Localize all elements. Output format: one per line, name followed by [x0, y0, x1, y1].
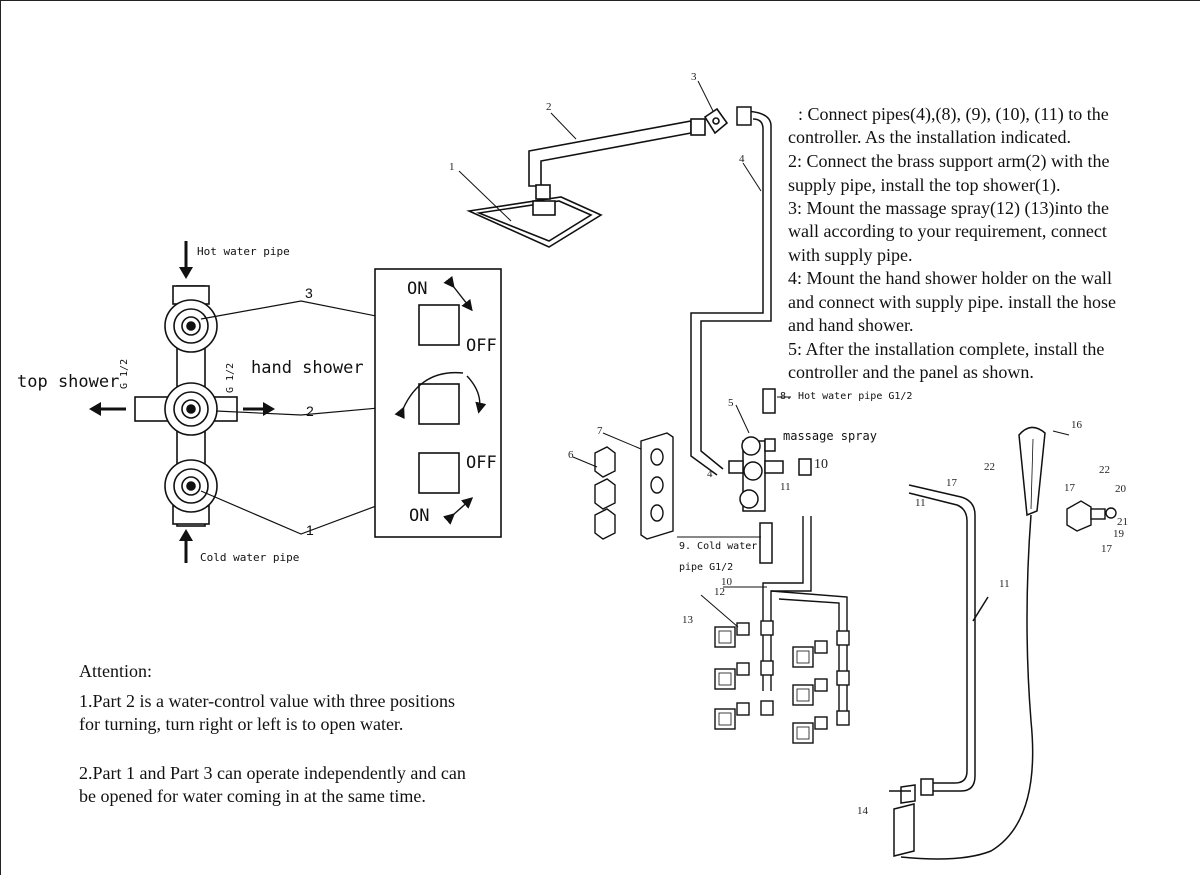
instruction-line-10: and hand shower.: [788, 315, 914, 335]
part-number-3: 3: [691, 71, 697, 83]
controller-valve: [134, 285, 238, 527]
instruction-line-2: controller. As the installation indicate…: [788, 127, 1071, 147]
mixer-leaders: [677, 396, 791, 538]
top-shower-assembly: [466, 107, 729, 248]
part-number-1: 1: [449, 161, 455, 173]
instruction-line-6: wall according to your requirement, conn…: [788, 221, 1107, 241]
part-number-4b: 4: [707, 468, 713, 480]
part-number-4a: 4: [739, 153, 745, 165]
cold-water-pipe-label: Cold water pipe: [200, 551, 300, 564]
part-number-10b: 10: [721, 576, 732, 588]
g-half-left-label: G 1/2: [119, 358, 130, 389]
panel-off-top-label: OFF: [466, 336, 497, 356]
cold-water-pipe-g-label-2: pipe G1/2: [679, 562, 734, 573]
massage-spray-label: massage spray: [783, 429, 877, 443]
callout-3: 3: [305, 285, 313, 301]
part-number-10a: 10: [814, 457, 828, 472]
callout-1: 1: [306, 522, 314, 538]
hand-shower-pipe-11: [889, 484, 989, 857]
hand-shower-label: hand shower: [251, 358, 364, 378]
panel-on-top-label: ON: [407, 279, 428, 299]
instruction-line-7: with supply pipe.: [788, 245, 913, 265]
part-number-12: 12: [714, 586, 725, 598]
part-number-11c: 11: [999, 578, 1010, 590]
handles-6: [594, 446, 616, 540]
part-number-11a: 11: [780, 481, 791, 493]
panel-7: [640, 432, 674, 540]
part-number-5: 5: [728, 397, 734, 409]
attention-item-1-line-1: 1.Part 2 is a water-control value with t…: [79, 691, 456, 711]
instruction-line-4: supply pipe, install the top shower(1).: [788, 175, 1061, 195]
instruction-line-11: 5: After the installation complete, inst…: [788, 339, 1105, 359]
part-number-22b: 22: [1099, 464, 1110, 476]
cartridge-1: [164, 459, 218, 513]
cold-water-pipe-g-label-1: 9. Cold water: [679, 541, 758, 552]
part-number-17a: 17: [946, 477, 957, 489]
control-panel: [374, 268, 502, 538]
panel-off-bottom-label: OFF: [466, 453, 497, 473]
hand-shower-holder: [1052, 430, 1117, 532]
instruction-line-12: controller and the panel as shown.: [788, 362, 1034, 382]
instruction-line-3: 2: Connect the brass support arm(2) with…: [788, 151, 1110, 171]
cartridge-3: [164, 299, 218, 353]
part-number-11b: 11: [915, 497, 926, 509]
panel-rotation-arrows: [394, 275, 487, 525]
instruction-line-8: 4: Mount the hand shower holder on the w…: [788, 268, 1112, 288]
top-shower-leaders: [458, 80, 762, 222]
instruction-line-5: 3: Mount the massage spray(12) (13)into …: [788, 198, 1109, 218]
instruction-line-9: and connect with supply pipe. install th…: [788, 292, 1116, 312]
part-number-7: 7: [597, 425, 603, 437]
part-number-17c: 17: [1101, 543, 1112, 555]
panel-parts-leaders: [572, 432, 642, 468]
cartridge-2: [164, 382, 218, 436]
attention-item-1-line-2: for turning, turn right or left is to op…: [79, 714, 404, 734]
flow-arrows: [89, 241, 275, 563]
part-number-19: 19: [1113, 528, 1124, 540]
g-half-right-label: G 1/2: [225, 362, 236, 393]
callout-2: 2: [306, 403, 314, 419]
part-number-21: 21: [1117, 516, 1128, 528]
attention-item-2-line-2: be opened for water coming in at the sam…: [79, 786, 426, 806]
part-number-6: 6: [568, 449, 574, 461]
part-number-16: 16: [1071, 419, 1082, 431]
part-number-22a: 22: [984, 461, 995, 473]
hot-water-pipe-g-label: 8. Hot water pipe G1/2: [780, 391, 913, 402]
part-number-17b: 17: [1064, 482, 1075, 494]
hand-shower-16: [900, 426, 1046, 860]
supply-pipe-4: [690, 106, 772, 476]
part-number-14: 14: [857, 805, 868, 817]
attention-item-2-line-1: 2.Part 1 and Part 3 can operate independ…: [79, 763, 466, 783]
instruction-line-1: : Connect pipes(4),(8), (9), (10), (11) …: [798, 104, 1109, 124]
part-number-13: 13: [682, 614, 693, 626]
part-number-2: 2: [546, 101, 552, 113]
part-number-20: 20: [1115, 483, 1126, 495]
panel-on-bottom-label: ON: [409, 506, 430, 526]
mixer-5: [728, 388, 812, 564]
attention-title: Attention:: [79, 661, 152, 681]
body-jets-assembly: [700, 516, 850, 744]
hot-water-pipe-label: Hot water pipe: [197, 245, 290, 258]
top-shower-label: top shower: [17, 372, 120, 392]
